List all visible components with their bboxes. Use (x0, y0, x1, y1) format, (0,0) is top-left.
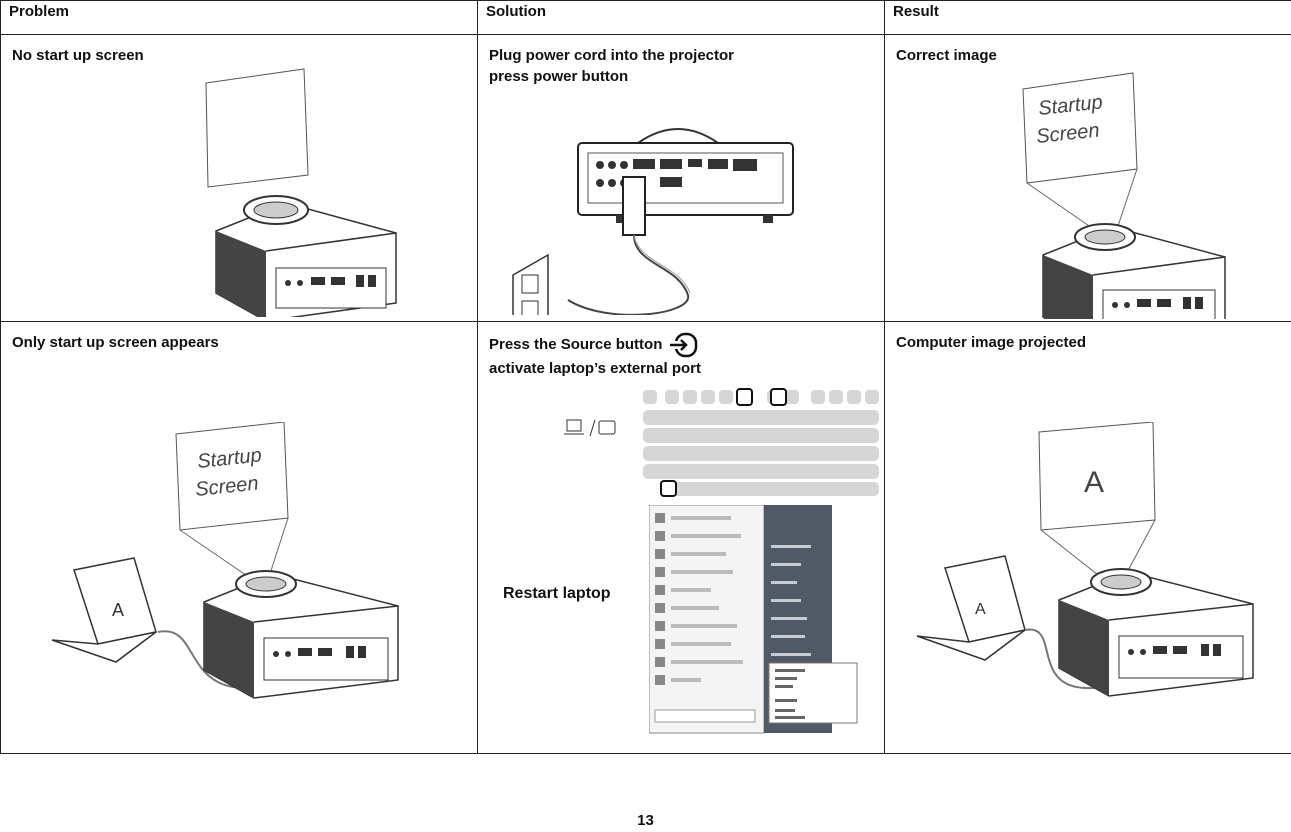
result-text: Correct image (896, 47, 997, 64)
problem-text: No start up screen (12, 47, 144, 64)
projector-icon (1058, 568, 1254, 697)
solution-line-1: Plug power cord into the projector (489, 47, 735, 64)
laptop-screen-letter: A (975, 601, 986, 618)
power-plug-icon (622, 176, 646, 236)
problem-cell: No start up screen (0, 34, 478, 322)
problem-text: Only start up screen appears (12, 334, 219, 351)
laptop-monitor-toggle-icon (564, 419, 584, 435)
projector-icon (203, 570, 399, 699)
laptop-icon: A (916, 555, 1026, 661)
header-result: Result (884, 0, 1291, 35)
restart-label: Restart laptop (503, 585, 611, 602)
projector-icon (215, 195, 397, 317)
laptop-screen-letter: A (112, 600, 124, 620)
header-solution: Solution (477, 0, 885, 35)
solution-line-2: press power button (489, 68, 629, 85)
laptop-projector-startup-illustration: Startup Screen A (51, 422, 399, 699)
solution-line-1: Press the Source button (489, 335, 663, 353)
source-button-icon (670, 332, 698, 358)
start-menu-screenshot (649, 505, 858, 734)
result-cell: Computer image projected A A (884, 321, 1291, 754)
solution-cell: Press the Source button activate laptop’… (477, 321, 885, 754)
laptop-icon: A (51, 557, 157, 663)
solution-line-2: activate laptop’s external port (489, 360, 702, 377)
page-number: 13 (637, 812, 654, 829)
blank-screen-icon (205, 68, 309, 188)
header-problem: Problem (0, 0, 478, 35)
laptop-projector-image-illustration: A A (916, 422, 1254, 697)
solution-cell: Plug power cord into the projector press… (477, 34, 885, 322)
projector-startup-illustration: Startup Screen (1022, 72, 1226, 319)
projector-icon (1042, 223, 1226, 319)
problem-cell: Only start up screen appears Startup Scr… (0, 321, 478, 754)
fn-key-icon (736, 388, 753, 406)
keyboard-icon (643, 388, 879, 497)
header-row: Problem Solution Result (0, 0, 1291, 35)
projector-icon (577, 128, 794, 223)
table-row: Only start up screen appears Startup Scr… (0, 321, 1291, 754)
result-text: Computer image projected (896, 334, 1087, 351)
power-cord-illustration (512, 128, 794, 315)
projector-blank-screen-illustration (205, 68, 397, 317)
table-row: No start up screen Plug power cord into … (0, 34, 1291, 322)
power-outlet-icon (512, 253, 549, 315)
troubleshooting-table: Problem Solution Result No start up scre… (0, 0, 1291, 754)
result-cell: Correct image Startup Screen (884, 34, 1291, 322)
projected-letter: A (1084, 466, 1104, 499)
